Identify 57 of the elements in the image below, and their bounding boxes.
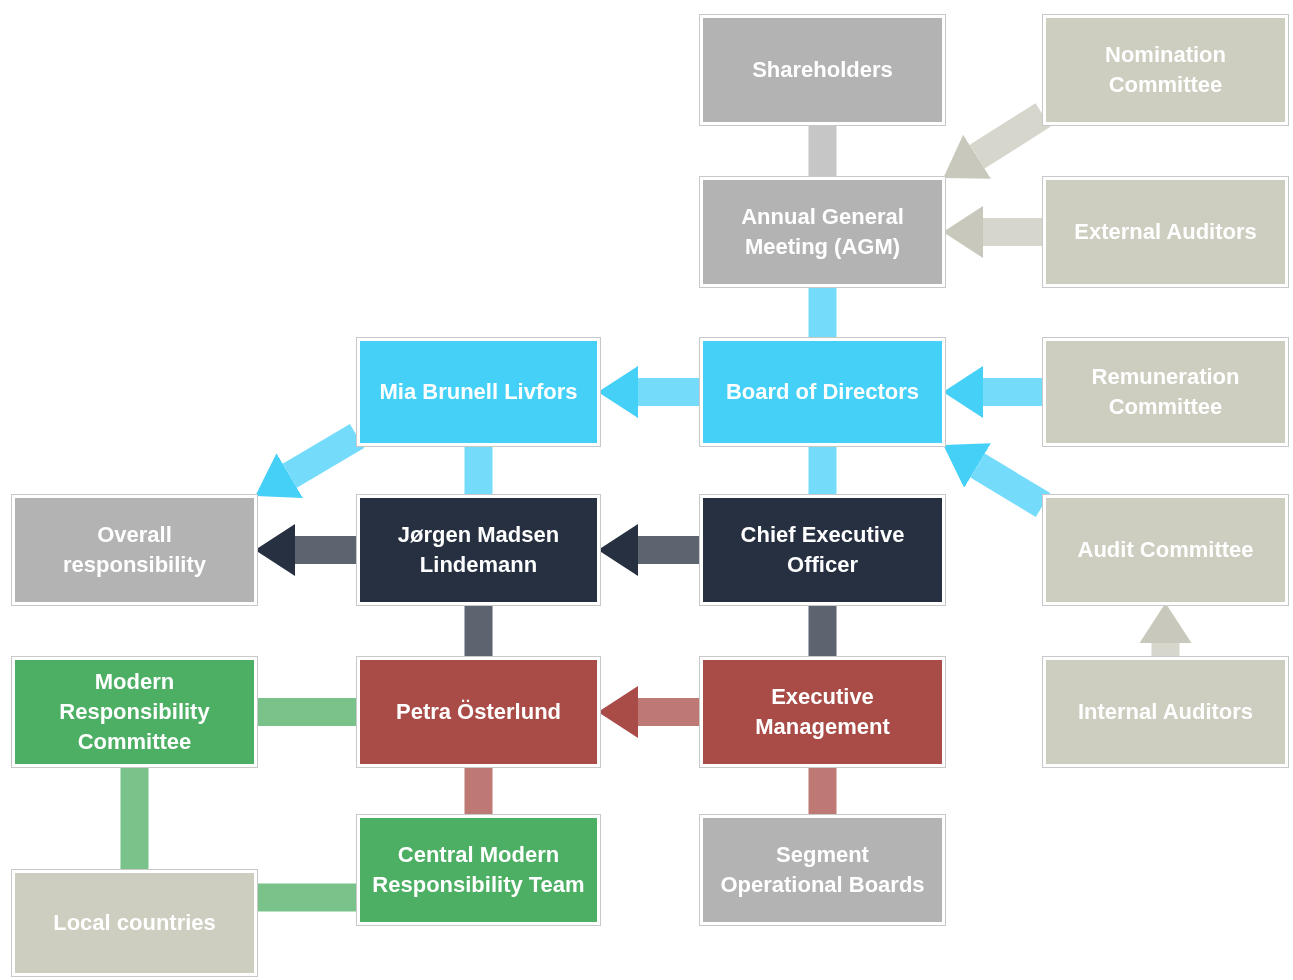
arrow: [943, 103, 1051, 179]
box-label: Chief Executive Officer: [739, 521, 906, 579]
box-label: Mia Brunell Livfors: [379, 378, 578, 406]
box-label: Jørgen Madsen Lindemann: [396, 521, 561, 579]
org-box: [700, 177, 945, 287]
connector: [464, 767, 493, 815]
box-label: Overall responsibility: [61, 521, 207, 579]
connector: [808, 125, 837, 177]
arrow: [943, 443, 1051, 517]
box-label: Central Modern Responsibility Team: [372, 841, 585, 899]
connector: [257, 883, 357, 912]
org-box: [700, 815, 945, 925]
box-label: Local countries: [53, 909, 216, 937]
box-label: Executive Management: [754, 683, 891, 741]
box-label: Segment Operational Boards: [719, 841, 926, 899]
org-box: [1043, 15, 1288, 125]
box-label: External Auditors: [1074, 218, 1257, 246]
arrow: [1139, 603, 1192, 657]
org-box: [12, 495, 257, 605]
connector: [464, 446, 493, 495]
org-box: [357, 815, 600, 925]
box-label: Nomination Committee: [1104, 41, 1227, 99]
arrow: [255, 423, 365, 499]
org-box: [1043, 177, 1288, 287]
arrow: [943, 366, 1043, 418]
org-box: [1043, 495, 1288, 605]
org-box: [700, 657, 945, 767]
box-label: Remuneration Committee: [1090, 363, 1241, 421]
org-box: [1043, 338, 1288, 446]
org-box: [700, 15, 945, 125]
org-box: [357, 495, 600, 605]
connector: [808, 287, 837, 338]
connector: [808, 605, 837, 657]
arrow: [598, 366, 700, 418]
box-label: Shareholders: [752, 56, 893, 84]
box-label: Petra Österlund: [395, 698, 561, 726]
box-label: Annual General Meeting (AGM): [740, 203, 905, 261]
arrow: [255, 524, 357, 576]
org-box: [12, 657, 257, 767]
box-label: Board of Directors: [725, 378, 920, 406]
org-box: [700, 338, 945, 446]
org-box: [357, 657, 600, 767]
box-label: Modern Responsibility Committee: [58, 668, 211, 756]
org-box: [357, 338, 600, 446]
org-box: [700, 495, 945, 605]
connector: [808, 767, 837, 815]
arrow: [943, 206, 1043, 258]
arrow: [598, 524, 700, 576]
org-box: [12, 870, 257, 976]
connector: [257, 698, 357, 726]
connector: [464, 605, 493, 657]
connector: [120, 767, 149, 870]
arrow: [598, 686, 700, 738]
org-box: [1043, 657, 1288, 767]
connector: [808, 446, 837, 495]
box-label: Audit Committee: [1077, 536, 1254, 564]
box-label: Internal Auditors: [1077, 698, 1254, 726]
